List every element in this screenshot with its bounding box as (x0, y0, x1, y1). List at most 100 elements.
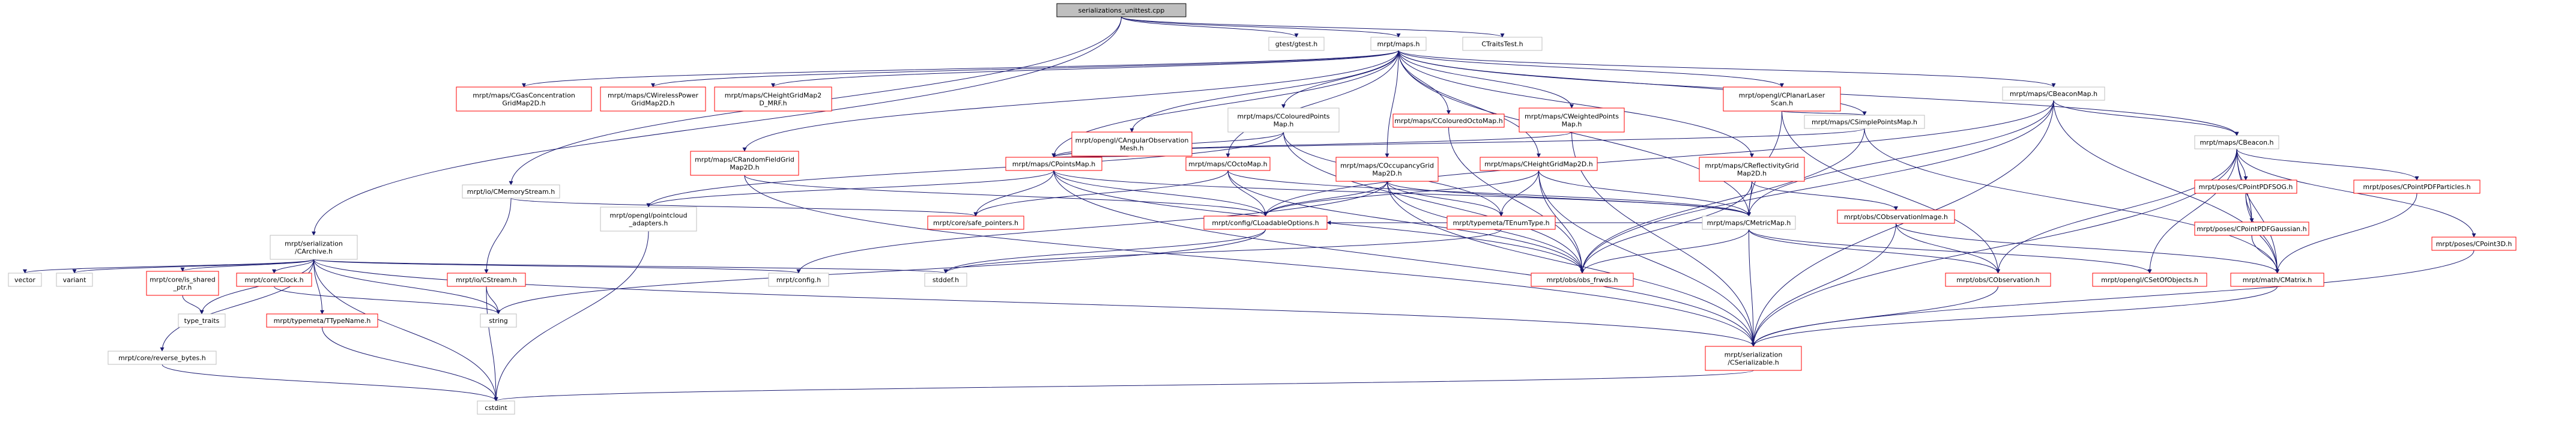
node-box-pdfsog (2194, 179, 2297, 194)
node-cmemstream[interactable]: mrpt/io/CMemoryStream.h (462, 184, 560, 199)
node-label-setofobj-line-0: mrpt/opengl/CSetOfObjects.h (2101, 276, 2198, 284)
node-clock[interactable]: mrpt/core/Clock.h (236, 273, 312, 287)
node-root[interactable]: serializations_unittest.cpp (1056, 3, 1187, 17)
node-box-heightgrid (1480, 157, 1598, 171)
edge-maps-to-metricmap (1398, 50, 1751, 217)
node-heightgrid[interactable]: mrpt/maps/CHeightGridMap2D.h (1480, 157, 1598, 171)
edge-obsimage-to-cobservation (1896, 223, 2000, 274)
node-setofobj[interactable]: mrpt/opengl/CSetOfObjects.h (2092, 273, 2207, 287)
node-gtest[interactable]: gtest/gtest.h (1268, 37, 1325, 51)
node-metricmap[interactable]: mrpt/maps/CMetricMap.h (1702, 215, 1796, 230)
node-label-reversebytes-line-0: mrpt/core/reverse_bytes.h (118, 354, 205, 362)
edge-simplepts-to-cmatrix (1864, 128, 2279, 274)
node-label-typetraits-line-0: type_traits (184, 317, 220, 325)
node-carchive[interactable]: mrpt/serialization/CArchive.h (270, 235, 358, 260)
node-serializable[interactable]: mrpt/serialization/CSerializable.h (1705, 346, 1802, 371)
node-pointsmap[interactable]: mrpt/maps/CPointsMap.h (1005, 157, 1102, 171)
node-label-point3d-line-0: mrpt/poses/CPoint3D.h (2436, 240, 2512, 248)
node-box-string (480, 313, 517, 328)
node-ttypename[interactable]: mrpt/typemeta/TTypeName.h (266, 313, 378, 328)
node-label-safeptr-line-0: mrpt/core/safe_pointers.h (933, 219, 1018, 227)
node-label-weighted-line-0: mrpt/maps/CWeightedPoints (1525, 113, 1619, 121)
node-label-gtest-line-0: gtest/gtest.h (1275, 40, 1317, 48)
node-cstdint[interactable]: cstdint (477, 400, 515, 415)
node-box-ctraits (1462, 37, 1543, 51)
node-box-ttypename (266, 313, 378, 328)
node-layer: serializations_unittest.cpp mrpt/maps.h gt… (8, 3, 2517, 415)
node-obsfwd[interactable]: mrpt/obs/obs_frwds.h (1531, 273, 1634, 287)
node-string[interactable]: string (480, 313, 517, 328)
node-obsimage[interactable]: mrpt/obs/CObservationImage.h (1837, 209, 1955, 224)
edge-obsimage-to-serializable (1751, 223, 1896, 347)
node-box-pdfparticles (2353, 179, 2481, 194)
node-vector[interactable]: vector (8, 273, 42, 287)
node-pdfsog[interactable]: mrpt/poses/CPointPDFSOG.h (2194, 179, 2297, 194)
node-asshared[interactable]: mrpt/core/is_shared_ptr.h (146, 271, 219, 296)
edge-cmatrix-to-serializable (1751, 286, 2278, 347)
edge-heightgrid-to-serializable (1538, 170, 1756, 347)
node-box-cmemstream (462, 184, 560, 199)
node-loadable[interactable]: mrpt/config/CLoadableOptions.h (1203, 215, 1328, 230)
node-label-carchive-line-1: /CArchive.h (295, 248, 333, 256)
edge-reversebytes-to-cstdint (162, 364, 498, 402)
edge-root-to-maps (1121, 16, 1401, 38)
node-stddef[interactable]: stddef.h (924, 273, 967, 287)
edge-tenum-to-stddef (943, 229, 1502, 274)
edge-asshared-to-typetraits (182, 295, 204, 315)
node-box-serializable (1705, 346, 1802, 371)
node-maps[interactable]: mrpt/maps.h (1370, 37, 1427, 51)
edge-loadable-to-string (496, 229, 1266, 315)
node-pdfparticles[interactable]: mrpt/poses/CPointPDFParticles.h (2353, 179, 2481, 194)
node-cobservation[interactable]: mrpt/obs/CObservation.h (1945, 273, 2051, 287)
node-label-colpoints-line-0: mrpt/maps/CColouredPoints (1237, 113, 1329, 121)
node-pdfgauss[interactable]: mrpt/poses/CPointPDFGaussian.h (2194, 222, 2309, 236)
edge-maps-to-colpoints (1281, 50, 1399, 109)
node-config[interactable]: mrpt/config.h (768, 273, 829, 287)
node-tenum[interactable]: mrpt/typemeta/TEnumType.h (1447, 215, 1556, 230)
node-point3d[interactable]: mrpt/poses/CPoint3D.h (2431, 237, 2517, 251)
node-box-metricmap (1702, 215, 1796, 230)
node-label-heightgrid-line-0: mrpt/maps/CHeightGridMap2D.h (1484, 160, 1592, 168)
node-beacon[interactable]: mrpt/maps/CBeacon.h (2194, 135, 2279, 149)
edge-maps-to-octomap (1226, 50, 1399, 158)
node-safeptr[interactable]: mrpt/core/safe_pointers.h (927, 215, 1024, 230)
node-variant[interactable]: variant (56, 273, 93, 287)
node-label-angobs-line-0: mrpt/opengl/CAngularObservation (1075, 137, 1189, 145)
edge-beacon-to-pdfparticles (2236, 148, 2419, 181)
node-label-pdfparticles-line-0: mrpt/poses/CPointPDFParticles.h (2363, 183, 2470, 191)
node-box-tenum (1447, 215, 1556, 230)
edge-root-to-ctraits (1121, 16, 1505, 38)
node-label-wireless-line-1: GridMap2D.h (631, 100, 674, 107)
node-beaconmap[interactable]: mrpt/maps/CBeaconMap.h (2002, 86, 2105, 101)
node-label-obsfwd-line-0: mrpt/obs/obs_frwds.h (1547, 276, 1618, 284)
node-label-loadable-line-0: mrpt/config/CLoadableOptions.h (1212, 219, 1319, 227)
node-pcladapt[interactable]: mrpt/opengl/pointcloud_adapters.h (600, 206, 697, 232)
node-box-simplepts (1804, 115, 1925, 129)
node-label-obsimage-line-0: mrpt/obs/CObservationImage.h (1844, 213, 1948, 221)
node-ctraits[interactable]: CTraitsTest.h (1462, 37, 1543, 51)
node-coloctomap[interactable]: mrpt/maps/CColouredOctoMap.h (1392, 113, 1505, 128)
node-reversebytes[interactable]: mrpt/core/reverse_bytes.h (107, 351, 217, 365)
node-heightmrf[interactable]: mrpt/maps/CHeightGridMap2D_MRF.h (714, 86, 832, 112)
node-label-heightmrf-line-1: D_MRF.h (759, 100, 787, 107)
node-octomap[interactable]: mrpt/maps/COctoMap.h (1185, 157, 1271, 171)
node-cstream[interactable]: mrpt/io/CStream.h (447, 273, 526, 287)
node-label-cobservation-line-0: mrpt/obs/CObservation.h (1956, 276, 2040, 284)
node-box-obsfwd (1531, 273, 1634, 287)
node-cmatrix[interactable]: mrpt/math/CMatrix.h (2230, 273, 2324, 287)
node-box-variant (56, 273, 93, 287)
node-box-beaconmap (2002, 86, 2105, 101)
node-box-planarlaser (1723, 86, 1841, 112)
edge-beacon-to-serializable (1751, 148, 2237, 347)
node-simplepts[interactable]: mrpt/maps/CSimplePointsMap.h (1804, 115, 1925, 129)
node-typetraits[interactable]: type_traits (178, 313, 226, 328)
